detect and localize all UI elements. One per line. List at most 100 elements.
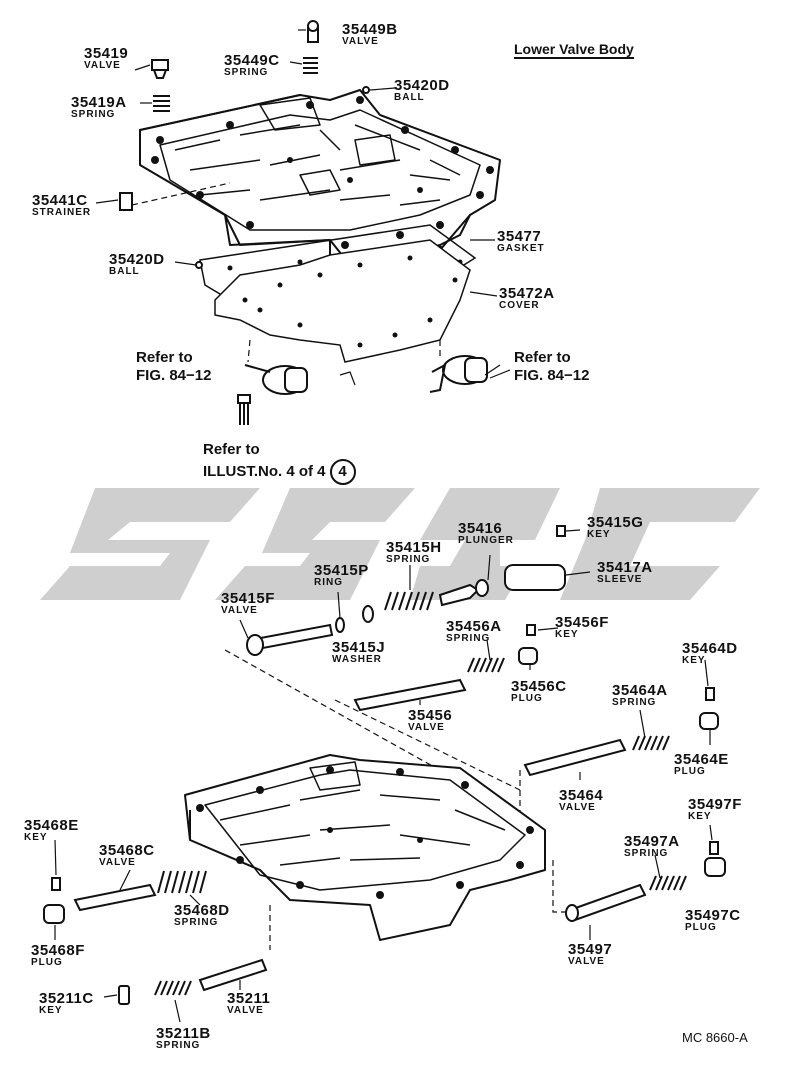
part-name: KEY: [688, 811, 712, 822]
part-number: 35419: [84, 45, 129, 62]
part-number: 35415G: [587, 514, 644, 531]
part-name: SPRING: [446, 633, 491, 644]
part-number: 35416: [458, 520, 503, 537]
part-number: 35415P: [314, 562, 369, 579]
small-parts-top: [119, 20, 370, 269]
part-number: 35464E: [674, 751, 729, 768]
part-name: SPRING: [156, 1040, 201, 1051]
part-name: VALVE: [99, 857, 136, 868]
reference-right-line1: Refer to: [514, 349, 571, 366]
part-name: KEY: [39, 1005, 63, 1016]
part-number: 35415F: [221, 590, 275, 607]
part-name: VALVE: [408, 722, 445, 733]
part-number: 35464A: [612, 682, 668, 699]
part-name: VALVE: [559, 802, 596, 813]
part-name: KEY: [587, 529, 611, 540]
part-name: GASKET: [497, 243, 545, 254]
part-name: KEY: [24, 832, 48, 843]
part-number: 35211B: [156, 1025, 211, 1042]
part-name: KEY: [555, 629, 579, 640]
part-name: SPRING: [386, 554, 431, 565]
reference-left-line2: FIG. 84−12: [136, 367, 212, 384]
part-number: 35211C: [39, 990, 94, 1007]
part-number: 35497C: [685, 907, 741, 924]
solenoid-right: [429, 355, 488, 393]
upper-valve-body: [139, 89, 501, 281]
part-name: VALVE: [227, 1005, 264, 1016]
reference-left-line1: Refer to: [136, 349, 193, 366]
part-number: 35415J: [332, 639, 386, 656]
cover-plate: [214, 239, 471, 363]
part-name: VALVE: [568, 956, 605, 967]
part-name: PLUG: [31, 957, 63, 968]
watermark-logo: [40, 488, 760, 600]
part-number: 35464: [559, 787, 604, 804]
part-number: 35420D: [109, 251, 165, 268]
part-name: SLEEVE: [597, 574, 643, 585]
part-number: 35468C: [99, 842, 155, 859]
part-name: PLUG: [511, 693, 543, 704]
illust-number-badge: 4: [329, 459, 356, 485]
part-number: 35497A: [624, 833, 680, 850]
part-name: SPRING: [71, 109, 116, 120]
part-number: 35468F: [31, 942, 85, 959]
part-number: 35420D: [394, 77, 450, 94]
part-number: 35456A: [446, 618, 502, 635]
part-name: PLUNGER: [458, 535, 514, 546]
part-number: 35468E: [24, 817, 79, 834]
part-number: 35449B: [342, 21, 398, 38]
part-name: VALVE: [84, 60, 121, 71]
part-number: 35211: [227, 990, 271, 1007]
diagram-code: MC 8660-A: [682, 1030, 748, 1045]
part-number: 35456C: [511, 678, 567, 695]
part-number: 35449C: [224, 52, 280, 69]
part-number: 35456: [408, 707, 453, 724]
solenoid-left: [244, 364, 308, 395]
part-name: RING: [314, 577, 343, 588]
leader-lines: [54, 29, 713, 1023]
part-name: VALVE: [221, 605, 258, 616]
part-name: SPRING: [174, 917, 219, 928]
reference-right-line2: FIG. 84−12: [514, 367, 590, 384]
lower-valve-body: [184, 754, 546, 941]
part-name: SPRING: [224, 67, 269, 78]
part-number: 35441C: [32, 192, 88, 209]
part-number: 35417A: [597, 559, 653, 576]
valve-assembly-parts: [43, 525, 726, 1005]
part-number: 35472A: [499, 285, 555, 302]
part-number: 35497: [568, 941, 613, 958]
reference-illust-text: ILLUST.No. 4 of 4: [203, 462, 326, 480]
part-name: COVER: [499, 300, 540, 311]
part-name: WASHER: [332, 654, 382, 665]
part-name: PLUG: [674, 766, 706, 777]
part-name: SPRING: [624, 848, 669, 859]
